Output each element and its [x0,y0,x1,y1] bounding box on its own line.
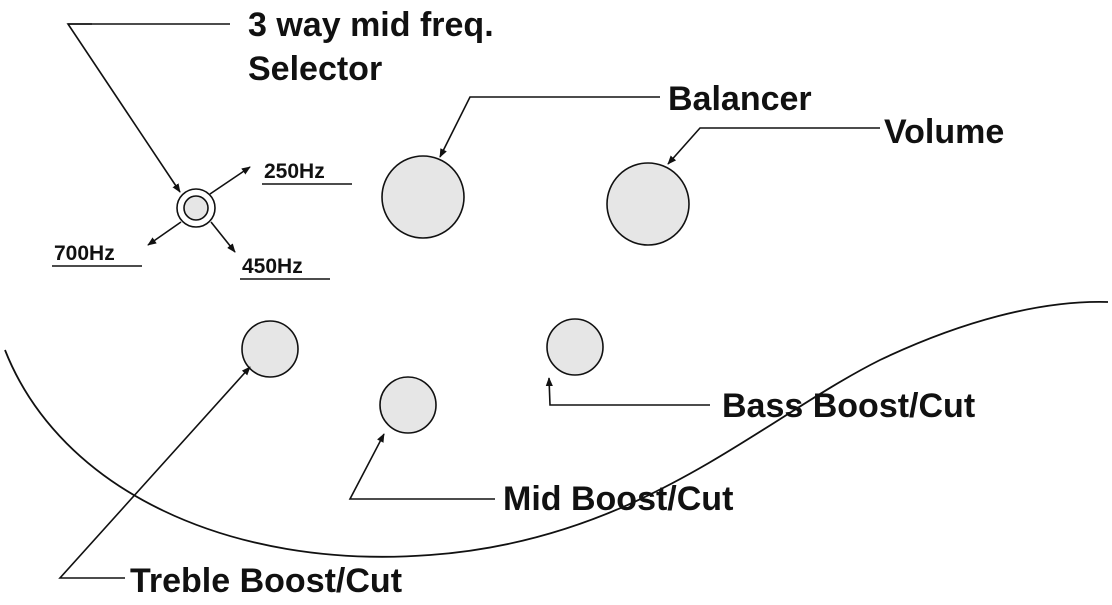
arrow-700hz [147,221,182,246]
balancer-label: Balancer [668,80,812,118]
label-700hz: 700Hz [54,242,115,265]
mid-freq-selector-switch [176,188,216,228]
mid-knob [379,376,437,434]
mid-leader-line [348,433,495,500]
selector-label-line2: Selector [248,50,382,88]
body-edge-curve [4,301,1109,558]
bass-label: Bass Boost/Cut [722,387,975,425]
volume-leader-line [667,127,880,165]
volume-label: Volume [884,113,1004,151]
selector-label-line1: 3 way mid freq. [248,6,494,44]
arrow-250hz [209,166,251,195]
mid-label: Mid Boost/Cut [503,480,733,518]
bass-leader-line [545,377,710,406]
label-450hz: 450Hz [242,255,303,278]
label-250hz: 250Hz [264,160,325,183]
balancer-knob [381,155,465,239]
balancer-leader-line [439,96,660,158]
treble-label: Treble Boost/Cut [130,562,402,600]
treble-knob [241,320,299,378]
volume-knob [606,162,690,246]
arrow-450hz [210,221,236,253]
treble-leader-line [58,366,251,579]
selector-switch-knob [183,195,209,221]
bass-knob [546,318,604,376]
selector-leader-line [66,23,230,193]
